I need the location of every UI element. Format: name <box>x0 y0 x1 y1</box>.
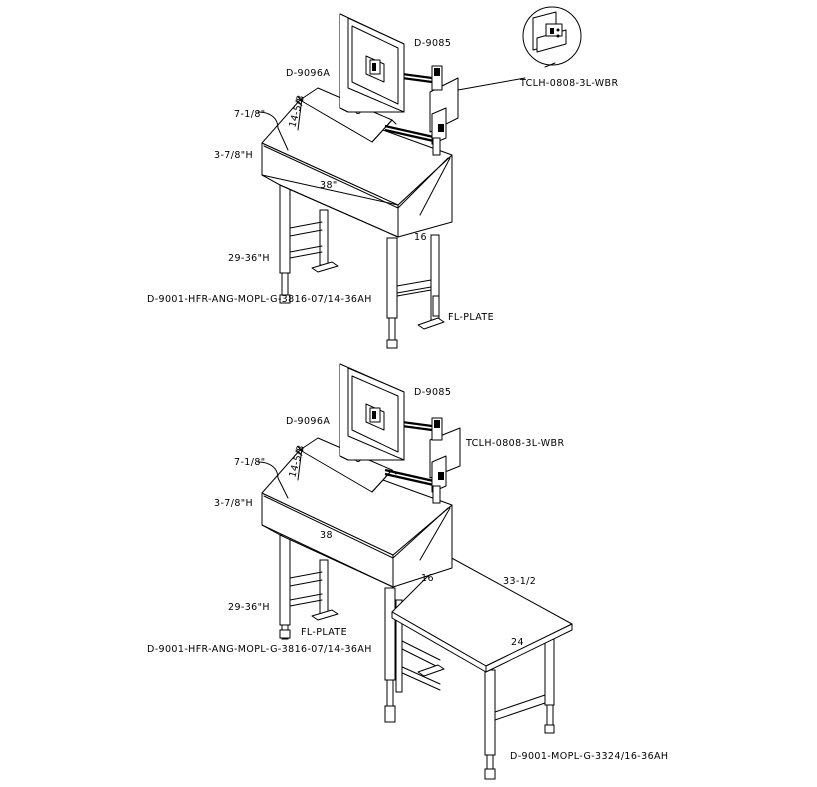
top-crossbars <box>289 221 432 297</box>
top-label-part-number: D-9001-HFR-ANG-MOPL-G-3816-07/14-36AH <box>147 294 372 305</box>
bottom-bench-body <box>261 449 453 588</box>
bottom-ext-crossbars <box>399 639 546 721</box>
bottom-assembly: D-9085 D-9096A 7-1/8" 14-5/8 3-7/8"H 38 … <box>147 363 668 780</box>
top-foot-plates <box>311 261 445 330</box>
top-label-width: 38" <box>320 180 338 191</box>
top-bench-body <box>261 99 453 238</box>
bottom-foot-plates <box>311 609 445 677</box>
bottom-label-foot-plate: FL-PLATE <box>301 627 347 638</box>
bottom-label-ext-length: 33-1/2 <box>503 576 536 587</box>
top-monitor <box>339 13 405 113</box>
bottom-label-height: 29-36"H <box>228 602 270 613</box>
bottom-label-part-number: D-9001-HFR-ANG-MOPL-G-3816-07/14-36AH <box>147 644 372 655</box>
top-assembly: D-9085 D-9096A 7-1/8" 14-5/8 3-7/8"H 38"… <box>147 6 618 349</box>
top-leg-front-left <box>279 184 291 304</box>
bottom-label-shelf: D-9096A <box>286 416 330 427</box>
bottom-label-depth: 16 <box>421 573 434 584</box>
top-label-height: 29-36"H <box>228 253 270 264</box>
top-label-shelf: D-9096A <box>286 68 330 79</box>
bottom-label-light: TCLH-0808-3L-WBR <box>465 438 564 449</box>
bottom-label-monitor: D-9085 <box>414 387 451 398</box>
top-label-light: TCLH-0808-3L-WBR <box>519 78 618 89</box>
bottom-crossbars <box>289 571 323 607</box>
top-label-riser-depth: 7-1/8" <box>234 109 266 120</box>
bottom-label-ext-width: 24 <box>511 637 524 648</box>
top-leg-front-right <box>386 237 398 349</box>
bottom-leaders <box>257 446 304 499</box>
bottom-leg-front-left <box>279 534 291 640</box>
top-detail-callout <box>522 6 582 68</box>
top-label-front-height: 3-7/8"H <box>214 150 253 161</box>
bottom-ext-table-top <box>391 555 573 673</box>
bottom-leg-front-right <box>384 587 403 723</box>
top-label-monitor: D-9085 <box>414 38 451 49</box>
bottom-light-fixture <box>429 417 461 504</box>
bottom-label-ext-part-number: D-9001-MOPL-G-3324/16-36AH <box>510 751 668 762</box>
top-leaders <box>257 77 526 151</box>
top-riser-shelf <box>299 87 397 143</box>
top-label-foot-plate: FL-PLATE <box>448 312 494 323</box>
bottom-label-width: 38 <box>320 530 333 541</box>
bottom-label-riser-depth: 7-1/8" <box>234 457 266 468</box>
top-light-fixture <box>429 65 459 156</box>
top-label-depth: 16 <box>414 232 427 243</box>
bottom-back-legs <box>319 559 329 616</box>
bottom-monitor <box>339 363 405 461</box>
bottom-label-front-height: 3-7/8"H <box>214 498 253 509</box>
